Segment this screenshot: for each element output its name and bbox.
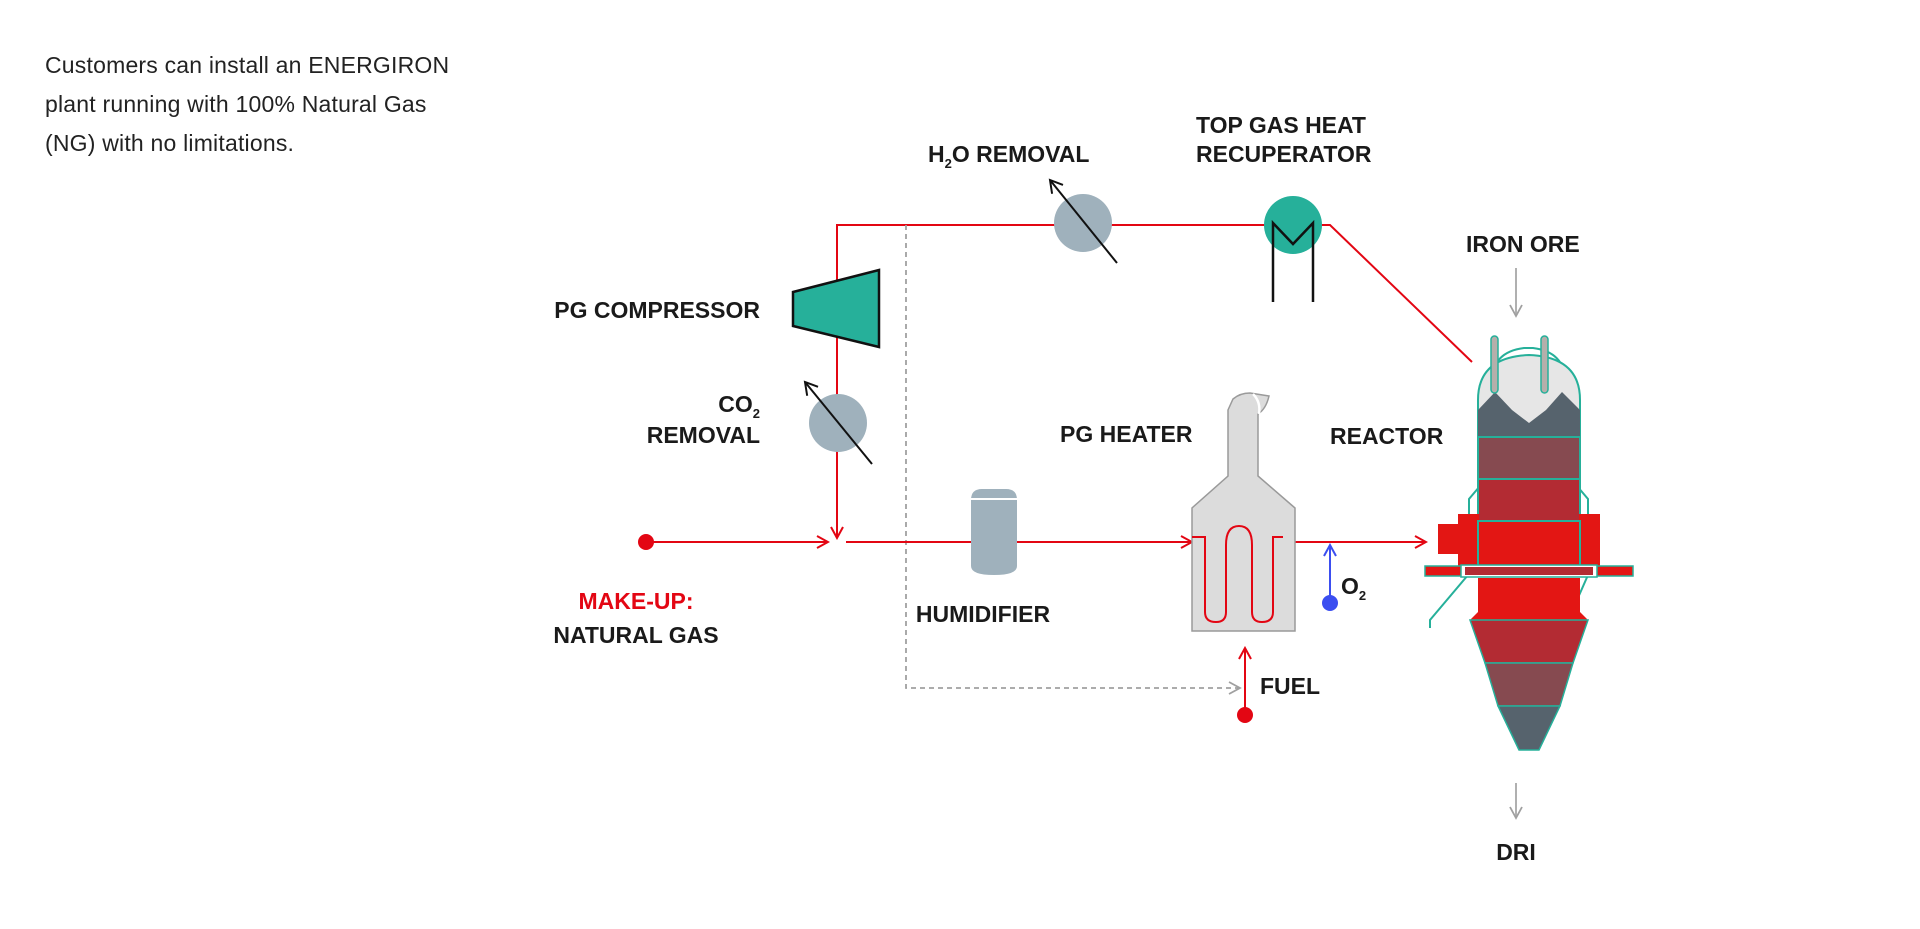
- pg-heater-label: PG HEATER: [1060, 421, 1193, 447]
- co2-removal-label-line2: REMOVAL: [647, 422, 760, 448]
- humidifier-label: HUMIDIFIER: [916, 601, 1051, 627]
- oxygen-label: O2: [1341, 573, 1366, 603]
- top-gas-line: [836, 224, 1473, 538]
- humidifier-icon: [971, 489, 1017, 575]
- pg-compressor-label: PG COMPRESSOR: [554, 297, 760, 323]
- makeup-label: MAKE-UP:: [579, 588, 694, 614]
- co2-removal-arrow-icon: [803, 380, 873, 465]
- recycle-loop-line: [836, 224, 1473, 420]
- dashed-fuel-bypass-line: [905, 225, 1242, 695]
- reactor-label: REACTOR: [1330, 423, 1444, 449]
- fuel-label: FUEL: [1260, 673, 1320, 699]
- h2o-removal-label: H2O REMOVAL: [928, 141, 1089, 171]
- compressor-icon: [791, 268, 881, 349]
- recuperator-icon: [1264, 196, 1322, 302]
- recuperator-label-line1: TOP GAS HEAT: [1196, 112, 1366, 138]
- natural-gas-label: NATURAL GAS: [553, 622, 718, 648]
- heater-icon: [1191, 392, 1296, 632]
- intro-text: Customers can install an ENERGIRON plant…: [45, 52, 450, 156]
- h2o-removal-unit-icon: [1054, 194, 1112, 252]
- dri-label: DRI: [1496, 839, 1536, 865]
- co2-removal-label-line1: CO2: [718, 391, 760, 421]
- recuperator-label-line2: RECUPERATOR: [1196, 141, 1372, 167]
- h2o-removal-arrow-icon: [1048, 178, 1118, 264]
- reactor-icon: [1424, 335, 1634, 751]
- iron-ore-label: IRON ORE: [1466, 231, 1580, 257]
